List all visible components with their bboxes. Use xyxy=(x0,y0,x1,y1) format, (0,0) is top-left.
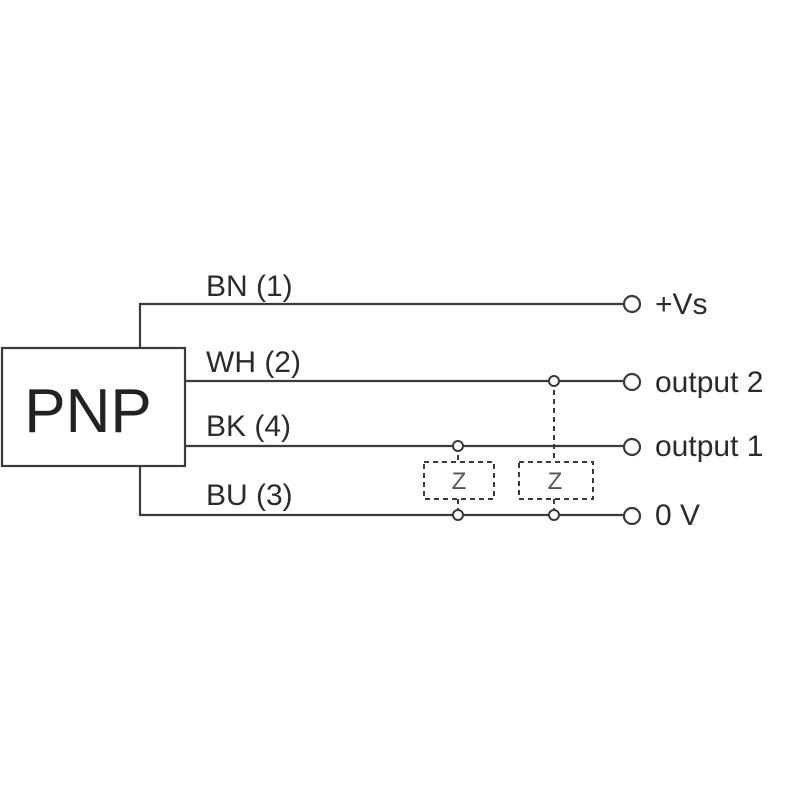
output-2-terminal[interactable] xyxy=(622,372,642,392)
zero-volt-terminal-label: 0 V xyxy=(655,499,700,532)
load-a-label: Z xyxy=(452,468,467,495)
bn-wire-label: BN (1) xyxy=(206,270,293,303)
vs-terminal-label: +Vs xyxy=(655,288,708,321)
output-1-terminal[interactable] xyxy=(622,437,642,457)
load-b-node-top xyxy=(548,375,560,387)
pnp-sensor-label: PNP xyxy=(24,377,151,446)
load-b-box xyxy=(518,461,594,500)
vs-terminal[interactable] xyxy=(622,294,642,314)
output-1-terminal-label: output 1 xyxy=(655,430,763,463)
load-b-label: Z xyxy=(548,468,563,495)
wh-wire-label: WH (2) xyxy=(206,346,301,379)
bk-wire-label: BK (4) xyxy=(206,410,291,443)
load-b-node-bottom xyxy=(548,509,560,521)
bu-wire-label: BU (3) xyxy=(206,479,293,512)
load-a-node-top xyxy=(452,440,464,452)
zero-volt-terminal[interactable] xyxy=(622,506,642,526)
output-2-terminal-label: output 2 xyxy=(655,366,763,399)
pnp-sensor-box xyxy=(0,346,187,468)
load-a-node-bottom xyxy=(452,509,464,521)
bn-wire xyxy=(138,302,624,348)
